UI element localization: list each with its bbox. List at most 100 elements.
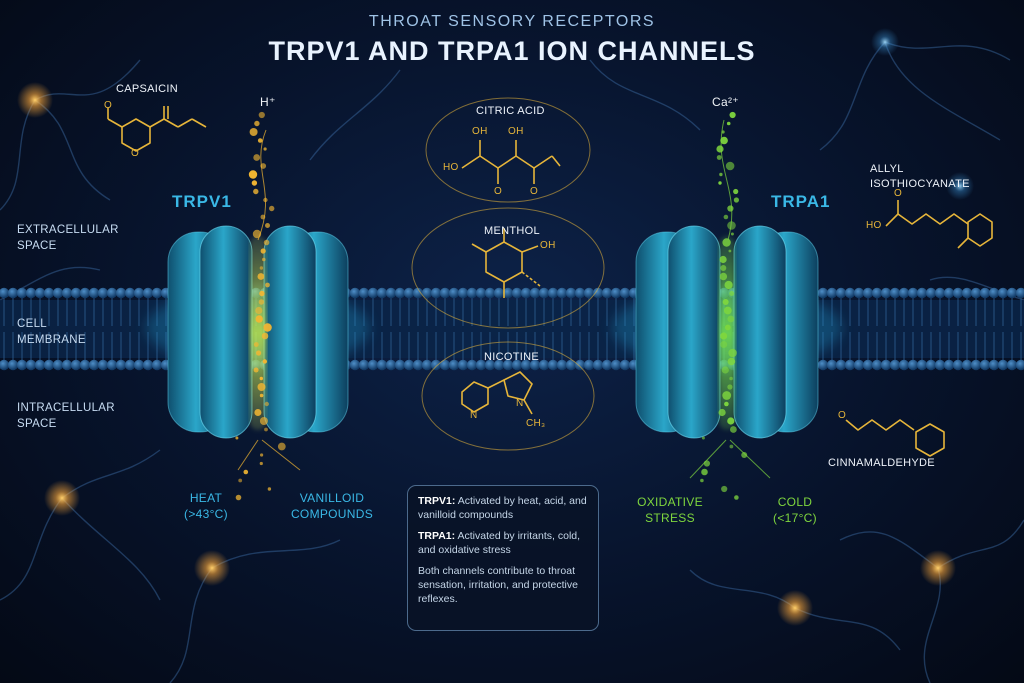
ion-particle [253, 342, 259, 347]
citric-atom-ho: HO [443, 162, 459, 173]
lipid-head [529, 287, 541, 299]
lipid-head [1015, 287, 1024, 299]
lipid-head [0, 287, 10, 299]
lipid-head [970, 287, 982, 299]
lipid-head [115, 359, 127, 371]
nicotine-atom-ch3: CH₃ [526, 418, 546, 429]
neuron-branch [819, 41, 886, 151]
lipid-head [394, 287, 406, 299]
ion-particle [723, 214, 729, 220]
lipid-head [61, 287, 73, 299]
cold-stimulus-label: COLD (<17°C) [773, 495, 817, 525]
trpv1-ion-path [257, 129, 267, 241]
lipid-head [826, 287, 838, 299]
neuron-soma [44, 480, 80, 516]
ion-particle [720, 341, 728, 348]
cinnamaldehyde-molecule [845, 419, 945, 457]
ion-particle [716, 145, 724, 153]
lipid-head [997, 287, 1009, 299]
lipid-head [916, 287, 928, 299]
lipid-head [529, 359, 541, 371]
lipid-head [439, 359, 451, 371]
ion-particle [256, 350, 262, 356]
lipid-head [907, 287, 919, 299]
ion-particle [722, 391, 732, 400]
ion-particle [267, 487, 272, 491]
trpv1-info-text: Activated by heat, acid, and vanilloid c… [418, 495, 587, 521]
lipid-head [889, 359, 901, 371]
ion-particle [257, 273, 265, 280]
lipid-head [115, 287, 127, 299]
nicotine-label: NICOTINE [484, 351, 539, 363]
lipid-head [70, 359, 82, 371]
lipid-head [502, 359, 514, 371]
lipid-head [394, 359, 406, 371]
lipid-head [484, 287, 496, 299]
nicotine-atom-n1: N [470, 410, 478, 421]
lipid-head [142, 359, 154, 371]
lipid-head [61, 359, 73, 371]
lipid-head [835, 287, 847, 299]
neuron-branch [61, 497, 161, 601]
ion-particle [259, 461, 263, 466]
ion-particle [262, 359, 267, 364]
allyl-isothiocyanate-label: ALLYL ISOTHIOCYANATE [870, 163, 970, 190]
lipid-head [106, 359, 118, 371]
lipid-head [565, 287, 577, 299]
ion-particle [724, 401, 729, 407]
lipid-head [106, 287, 118, 299]
lipid-head [574, 287, 586, 299]
ion-particle [264, 401, 269, 407]
ion-particle [259, 266, 264, 270]
neuron-soma [920, 550, 956, 586]
lipid-head [583, 287, 595, 299]
lipid-head [16, 287, 28, 299]
neuron-branch [884, 41, 1011, 61]
lipid-head [520, 359, 532, 371]
neuron-branch [589, 59, 701, 131]
trpv1-channel [146, 225, 370, 439]
lipid-head [88, 359, 100, 371]
ion-particle [727, 221, 736, 230]
trpa1-ion-path [720, 119, 733, 241]
neuron-soma [17, 82, 53, 118]
lipid-head [556, 359, 568, 371]
lipid-head [520, 287, 532, 299]
lipid-head [43, 287, 55, 299]
lipid-head [466, 287, 478, 299]
lipid-head [835, 359, 847, 371]
ion-particle [249, 128, 258, 136]
lipid-head [844, 287, 856, 299]
lipid-head [997, 359, 1009, 371]
ion-particle [719, 172, 723, 177]
lipid-head [457, 359, 469, 371]
diagram-title: TRPV1 AND TRPA1 ION CHANNELS [268, 36, 756, 66]
lipid-head [79, 287, 91, 299]
ion-particle [729, 291, 735, 296]
ion-particle [722, 299, 729, 305]
ion-particle [719, 255, 727, 264]
ion-particle [741, 452, 748, 458]
ion-particle [720, 332, 728, 340]
vanilloid-connector [261, 439, 301, 471]
lipid-head [358, 359, 370, 371]
lipid-head [880, 287, 892, 299]
ion-particle [253, 367, 259, 373]
neuron-soma [194, 550, 230, 586]
lipid-head [34, 287, 46, 299]
lipid-head [565, 359, 577, 371]
lipid-head [574, 359, 586, 371]
lipid-head [421, 287, 433, 299]
ion-particle [259, 393, 264, 398]
lipid-head [142, 287, 154, 299]
lipid-head [439, 287, 451, 299]
ion-particle [721, 366, 729, 374]
lipid-head [7, 287, 19, 299]
ion-particle [238, 478, 243, 483]
lipid-head [817, 359, 829, 371]
lipid-head [826, 359, 838, 371]
lipid-head [34, 359, 46, 371]
ion-particle [258, 111, 265, 119]
heat-stimulus-label: HEAT (>43°C) [184, 491, 228, 521]
